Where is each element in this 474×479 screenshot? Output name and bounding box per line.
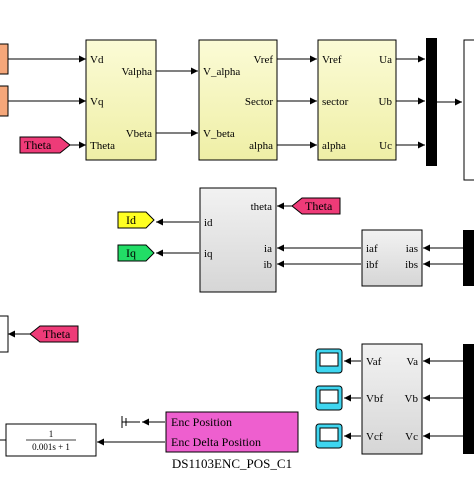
from-theta-tag-1-label: Theta — [24, 138, 52, 152]
park-in-vd: Vd — [90, 54, 104, 66]
encoder-block-name: DS1103ENC_POS_C1 — [172, 456, 292, 471]
encoder-block[interactable] — [165, 411, 299, 453]
terminator-icon[interactable] — [121, 416, 140, 428]
right-edge-block-1[interactable] — [463, 39, 474, 181]
mux-bar-2[interactable] — [463, 230, 474, 286]
gen-in-sector: sector — [322, 96, 349, 108]
goto-id-tag-label: Id — [126, 213, 136, 227]
gen-out-uc: Uc — [379, 140, 392, 152]
gen-in-alpha: alpha — [322, 140, 346, 152]
vf-in-va: Va — [406, 356, 418, 368]
vq-input-block[interactable] — [0, 85, 9, 117]
cf-in-ibs: ibs — [405, 259, 418, 271]
encoder-line-1: Enc Position — [171, 415, 232, 429]
left-edge-block-2[interactable] — [0, 315, 9, 353]
sector-in-vbeta: V_beta — [203, 128, 235, 140]
switching-time-block[interactable] — [317, 39, 397, 161]
sector-out-sector: Sector — [245, 96, 273, 108]
encoder-line-2: Enc Delta Position — [171, 435, 261, 449]
sector-out-alpha: alpha — [249, 140, 273, 152]
gen-in-vref: Vref — [322, 54, 342, 66]
park-out-valpha: Valpha — [121, 66, 152, 78]
scope-vcf-icon[interactable] — [315, 423, 343, 449]
vf-out-vaf: Vaf — [366, 356, 382, 368]
scope-vbf-icon[interactable] — [315, 385, 343, 411]
park-in-theta: Theta — [90, 140, 115, 152]
park-in-vq: Vq — [90, 96, 104, 108]
park-out-vbeta: Vbeta — [126, 128, 152, 140]
mux-bar-1[interactable] — [426, 38, 437, 166]
from-theta-tag-1[interactable] — [19, 136, 71, 154]
ct-out-iq: iq — [204, 248, 213, 260]
gen-out-ub: Ub — [379, 96, 393, 108]
goto-theta-tag-2-label: Theta — [43, 327, 71, 341]
inverse-park-block[interactable] — [85, 39, 157, 161]
sector-in-valpha: V_alpha — [203, 66, 240, 78]
park-current-block[interactable] — [199, 187, 277, 293]
vf-out-vbf: Vbf — [366, 393, 383, 405]
sector-out-vref: Vref — [254, 54, 274, 66]
from-theta-tag-2-label: Theta — [305, 199, 333, 213]
scope-vaf-icon[interactable] — [315, 348, 343, 374]
gen-out-ua: Ua — [379, 54, 392, 66]
cf-out-ibf: ibf — [366, 259, 379, 271]
current-filter-block[interactable] — [361, 229, 423, 287]
cf-in-ias: ias — [406, 243, 418, 255]
goto-iq-tag[interactable] — [117, 244, 155, 262]
tf-denominator: 0.001s + 1 — [32, 442, 70, 452]
from-theta-tag-2[interactable] — [291, 197, 341, 215]
goto-theta-tag-2[interactable] — [29, 325, 79, 343]
mux-bar-3[interactable] — [463, 344, 474, 454]
cf-out-iaf: iaf — [366, 243, 378, 255]
vf-in-vc: Vc — [405, 431, 418, 443]
vf-in-vb: Vb — [405, 393, 419, 405]
ct-in-ib: ib — [263, 259, 272, 271]
vf-out-vcf: Vcf — [366, 431, 383, 443]
ct-in-theta: theta — [251, 201, 272, 213]
ct-out-id: id — [204, 217, 213, 229]
goto-iq-tag-label: Iq — [126, 246, 136, 260]
tf-numerator: 1 — [49, 429, 54, 439]
goto-id-tag[interactable] — [117, 211, 155, 229]
sector-calc-block[interactable] — [198, 39, 278, 161]
vd-input-block[interactable] — [0, 43, 9, 75]
ct-in-ia: ia — [264, 243, 272, 255]
voltage-filter-block[interactable] — [361, 343, 423, 455]
